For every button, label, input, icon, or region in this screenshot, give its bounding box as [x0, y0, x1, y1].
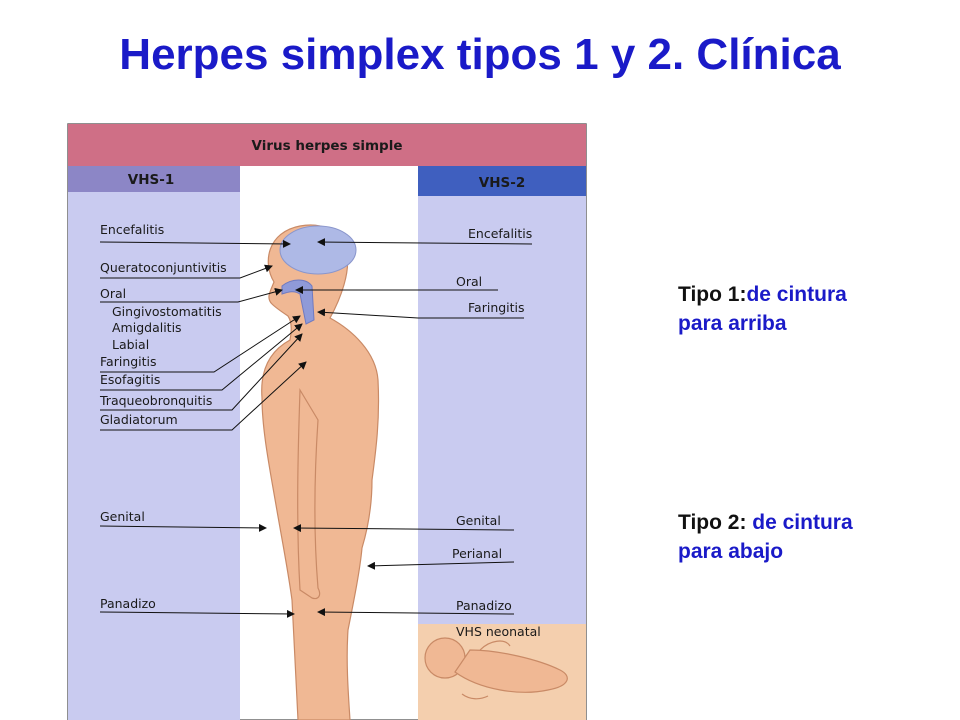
right-label-faringitis: Faringitis	[468, 300, 525, 315]
page-title: Herpes simplex tipos 1 y 2. Clínica	[119, 30, 841, 79]
arrow-left-panadizo	[99, 609, 295, 618]
arrow-left-encefalitis	[99, 239, 291, 248]
arrow-right-encefalitis	[317, 238, 533, 247]
vhs1-arrows	[99, 239, 307, 618]
arrow-right-genital	[293, 524, 515, 533]
arrow-left-esofagitis	[100, 323, 303, 391]
arrow-right-panadizo	[317, 608, 515, 617]
vhs1-labels: Encefalitis Queratoconjuntivitis Oral Gi…	[99, 222, 227, 611]
right-label-perianal: Perianal	[452, 546, 502, 561]
left-label-gingivostomatitis: Gingivostomatitis	[112, 304, 222, 319]
right-panel	[418, 196, 586, 624]
arrow-left-faringitis	[100, 315, 301, 373]
right-label-genital: Genital	[456, 513, 501, 528]
left-label-oral: Oral	[100, 286, 126, 301]
arrow-left-oral	[100, 287, 283, 303]
left-label-gladiatorum: Gladiatorum	[100, 412, 178, 427]
note-tipo-1: Tipo 1:de cintura para arriba	[678, 280, 847, 338]
human-figure	[261, 224, 380, 720]
arrow-right-perianal	[367, 561, 515, 570]
vhs1-header-box	[68, 166, 240, 192]
vhs2-header-box	[418, 166, 586, 196]
left-label-traqueobronquitis: Traqueobronquitis	[99, 393, 212, 408]
diagram-header: Virus herpes simple	[252, 138, 403, 154]
right-label-vhs-neonatal: VHS neonatal	[456, 624, 541, 639]
left-label-esofagitis: Esofagitis	[100, 372, 160, 387]
note-tipo-2-line2: para abajo	[678, 540, 784, 563]
left-label-queratoconjuntivitis: Queratoconjuntivitis	[100, 260, 227, 275]
header-band	[68, 124, 586, 166]
left-label-panadizo: Panadizo	[100, 596, 156, 611]
arrow-right-faringitis	[317, 308, 524, 319]
arrow-left-queratoconjuntivitis	[100, 264, 273, 279]
arrow-left-genital	[99, 523, 267, 532]
arrow-left-traqueobronquitis	[100, 333, 303, 411]
note-tipo-1-line2: para arriba	[678, 312, 787, 335]
vhs2-arrows	[293, 238, 533, 617]
arrow-left-gladiatorum	[100, 361, 307, 431]
note-tipo-2: Tipo 2: de cintura para abajo	[678, 508, 853, 566]
vhs2-label: VHS-2	[479, 175, 525, 191]
neonatal-baby	[424, 637, 568, 700]
brain-shape	[279, 225, 357, 275]
left-label-genital: Genital	[100, 509, 145, 524]
note-tipo-2-line1: de cintura	[752, 511, 853, 534]
vhs1-label: VHS-1	[128, 172, 174, 188]
note-tipo-1-key: Tipo 1:	[678, 283, 747, 306]
left-label-faringitis: Faringitis	[100, 354, 157, 369]
vhs2-labels: Encefalitis Oral Faringitis Genital Peri…	[452, 226, 541, 639]
left-panel	[68, 192, 240, 720]
left-label-encefalitis: Encefalitis	[100, 222, 164, 237]
right-label-encefalitis: Encefalitis	[468, 226, 532, 241]
note-tipo-2-key: Tipo 2:	[678, 511, 753, 534]
left-label-labial: Labial	[112, 337, 149, 352]
right-label-panadizo: Panadizo	[456, 598, 512, 613]
note-tipo-1-line1: de cintura	[746, 283, 847, 306]
left-label-amigdalitis: Amigdalitis	[112, 320, 182, 335]
right-label-oral: Oral	[456, 274, 482, 289]
oral-tract	[281, 279, 315, 325]
